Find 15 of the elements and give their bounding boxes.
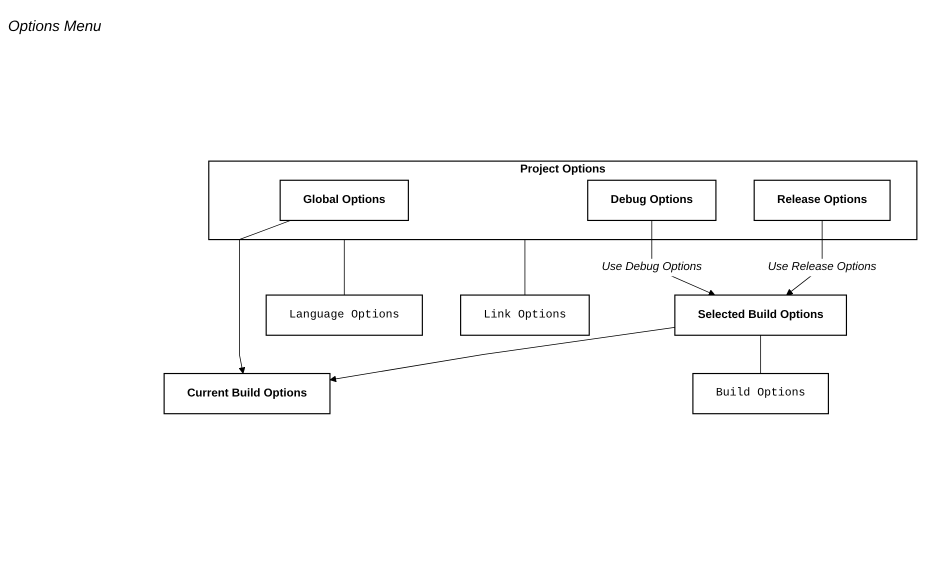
node-box: Build Options (692, 373, 829, 414)
edge-label: Use Release Options (768, 260, 876, 274)
node-box: Current Build Options (164, 373, 331, 414)
node-box: Language Options (266, 294, 423, 336)
edge-label: Use Debug Options (602, 260, 702, 274)
connector (760, 334, 762, 374)
connector (524, 239, 526, 296)
node-box: Debug Options (587, 180, 716, 222)
node-box: Release Options (754, 180, 891, 222)
connector (344, 239, 345, 296)
node-box: Selected Build Options (674, 294, 848, 336)
arrow (330, 327, 676, 382)
menu-heading: Options Menu (8, 18, 102, 35)
node-box: Global Options (280, 180, 409, 222)
node-box: Link Options (460, 294, 590, 336)
